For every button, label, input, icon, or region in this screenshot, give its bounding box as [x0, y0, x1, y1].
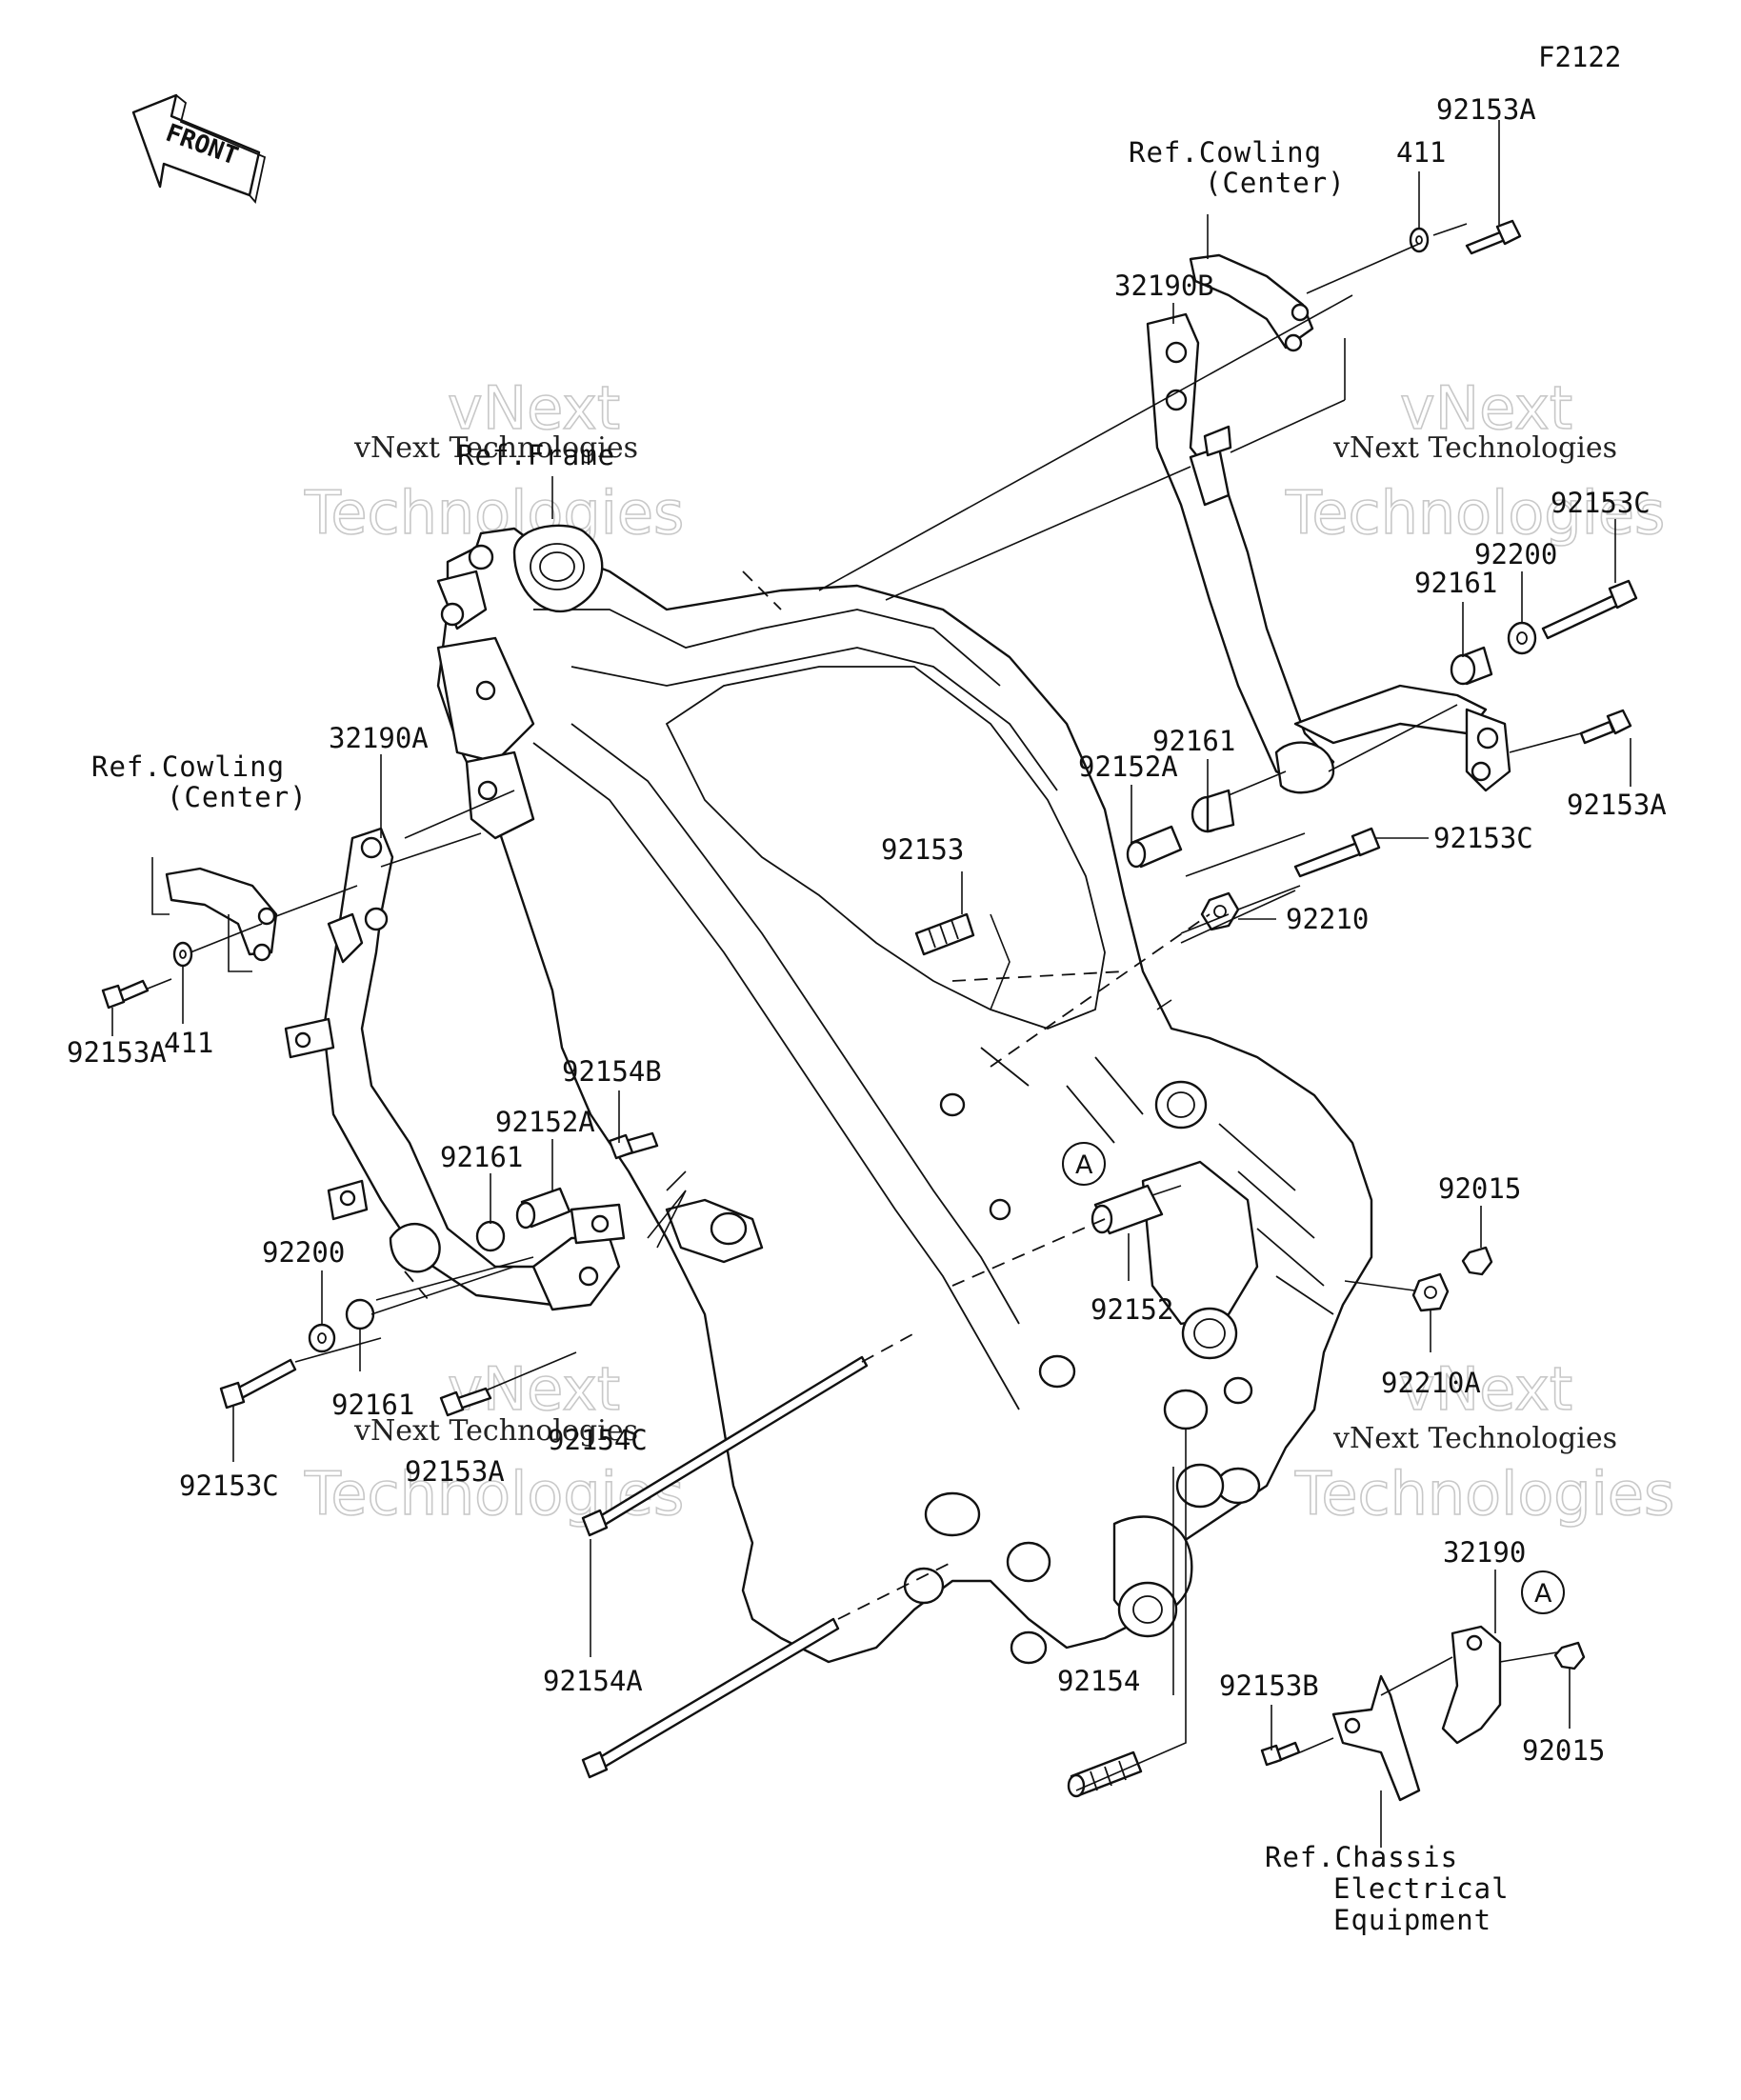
long-bolt-92154C [581, 1355, 869, 1537]
label-92153B: 92153B [1219, 1670, 1319, 1702]
reference-labels: F2122 Ref.Frame Ref.Cowling (Center) Ref… [91, 41, 1621, 1936]
watermark-big-vnext-4: vNext [1400, 1354, 1572, 1424]
label-92200-right: 92200 [1474, 538, 1557, 570]
label-92153C-mid: 92153C [1433, 822, 1533, 854]
bolt-92153A-right [1579, 709, 1632, 745]
label-92152A-left: 92152A [495, 1106, 595, 1138]
label-92154A: 92154A [543, 1665, 643, 1697]
label-32190: 32190 [1443, 1536, 1526, 1569]
collar-92152 [1091, 1184, 1164, 1235]
bolt-92153B [1260, 1741, 1301, 1767]
label-32190B: 32190B [1114, 270, 1214, 302]
label-92153A-top: 92153A [1436, 93, 1536, 126]
label-92210: 92210 [1286, 903, 1369, 935]
washer-92200-right [1507, 621, 1537, 655]
bolt-92153C-mid [1293, 827, 1381, 878]
watermark-small-3: vNext Technologies [353, 1414, 638, 1448]
watermark-big-vnext-3: vNext [448, 1354, 620, 1424]
label-92015-right: 92015 [1438, 1172, 1521, 1205]
watermark-group: vNext Technologies vNext Technologies vN… [303, 372, 1675, 1530]
ref-frame: Ref.Frame [457, 439, 615, 471]
label-92200-left: 92200 [262, 1236, 345, 1269]
subframe-32190B [1146, 312, 1511, 794]
bolt-92153-center [914, 912, 975, 956]
ref-cowling-right-2: (Center) [1205, 167, 1346, 199]
watermark-small-2: vNext Technologies [1332, 431, 1617, 465]
watermark-big-vnext-2: vNext [1400, 373, 1572, 443]
label-411-left: 411 [164, 1027, 213, 1059]
washer-92200-left [308, 1323, 336, 1353]
circle-marker-A-1-label: A [1075, 1150, 1093, 1180]
watermark-big-tech-3: Technologies [304, 1459, 684, 1529]
bolt-92153A-top [1465, 219, 1522, 255]
label-92153A-left: 92153A [67, 1036, 167, 1069]
cowling-bracket-left [165, 867, 278, 962]
ref-cowling-left-1: Ref.Cowling [91, 750, 285, 783]
label-92161-right: 92161 [1414, 567, 1497, 599]
bushing-92161-mid [1191, 789, 1235, 833]
nut-92210 [1200, 891, 1240, 931]
label-92154C: 92154C [548, 1424, 648, 1456]
main-frame [436, 524, 1373, 1665]
label-92015-bottom: 92015 [1522, 1734, 1605, 1767]
bolt-92154B [608, 1131, 659, 1160]
ref-chassis-3: Equipment [1333, 1904, 1491, 1936]
label-92152: 92152 [1091, 1293, 1173, 1326]
front-arrow: FRONT [131, 93, 267, 204]
watermark-big-vnext-1: vNext [448, 373, 620, 443]
label-leaders [111, 120, 1631, 1848]
long-bolt-92154A [581, 1617, 840, 1779]
watermark-small-4: vNext Technologies [1332, 1422, 1617, 1455]
label-92161-left: 92161 [440, 1141, 523, 1173]
circle-marker-A-1: A [1062, 1142, 1106, 1186]
washer-411-left [172, 941, 193, 968]
ref-chassis-2: Electrical [1333, 1872, 1510, 1905]
watermark-big-tech-2: Technologies [1285, 478, 1665, 548]
bushing-92161-bottomleft [345, 1298, 375, 1330]
collar-92152A-mid [1126, 825, 1183, 869]
label-92161-bottomleft: 92161 [331, 1389, 414, 1421]
bolt-92153C-right [1541, 579, 1638, 640]
ref-cowling-left-2: (Center) [167, 781, 308, 813]
label-92161-mid: 92161 [1152, 725, 1235, 757]
watermark-big-tech-4: Technologies [1294, 1459, 1674, 1529]
label-92153C-left: 92153C [179, 1470, 279, 1502]
label-411-top: 411 [1396, 136, 1446, 169]
washer-411-top [1409, 227, 1430, 253]
label-92152A-mid: 92152A [1078, 750, 1178, 783]
circle-marker-A-2-label: A [1534, 1579, 1552, 1609]
bushing-92161-right [1450, 646, 1493, 686]
part-number-labels: 92153A 411 32190B 92153C 92200 92161 921… [67, 93, 1667, 1767]
diagram-id: F2122 [1538, 41, 1621, 73]
assembly-lines [147, 223, 1582, 1791]
label-92210A: 92210A [1381, 1367, 1481, 1399]
bushing-92161-left [475, 1220, 506, 1252]
label-92153A-right: 92153A [1567, 789, 1667, 821]
label-92154B: 92154B [562, 1055, 662, 1088]
nut-92210A [1411, 1272, 1450, 1312]
ref-chassis-1: Ref.Chassis [1265, 1841, 1458, 1873]
label-92153A-bottomleft: 92153A [405, 1455, 505, 1488]
bolt-92153A-bottomleft [439, 1387, 492, 1417]
bolt-92153A-left [101, 979, 150, 1010]
subframe-32190A [284, 827, 764, 1311]
label-92153-center: 92153 [881, 833, 964, 866]
collar-92152A-left [515, 1187, 571, 1230]
nut-92015-right [1461, 1246, 1493, 1276]
ref-cowling-right-1: Ref.Cowling [1129, 136, 1322, 169]
nut-92015-bottom [1553, 1641, 1586, 1670]
label-32190A: 32190A [329, 722, 429, 754]
watermark-small-1: vNext Technologies [353, 431, 638, 465]
label-92154: 92154 [1057, 1665, 1140, 1697]
bolt-92153C-left [219, 1358, 297, 1410]
bracket-32190 [1331, 1625, 1502, 1802]
cowling-bracket-right [1189, 253, 1314, 352]
circle-marker-A-2: A [1521, 1570, 1565, 1614]
label-92153C-right: 92153C [1551, 487, 1651, 519]
